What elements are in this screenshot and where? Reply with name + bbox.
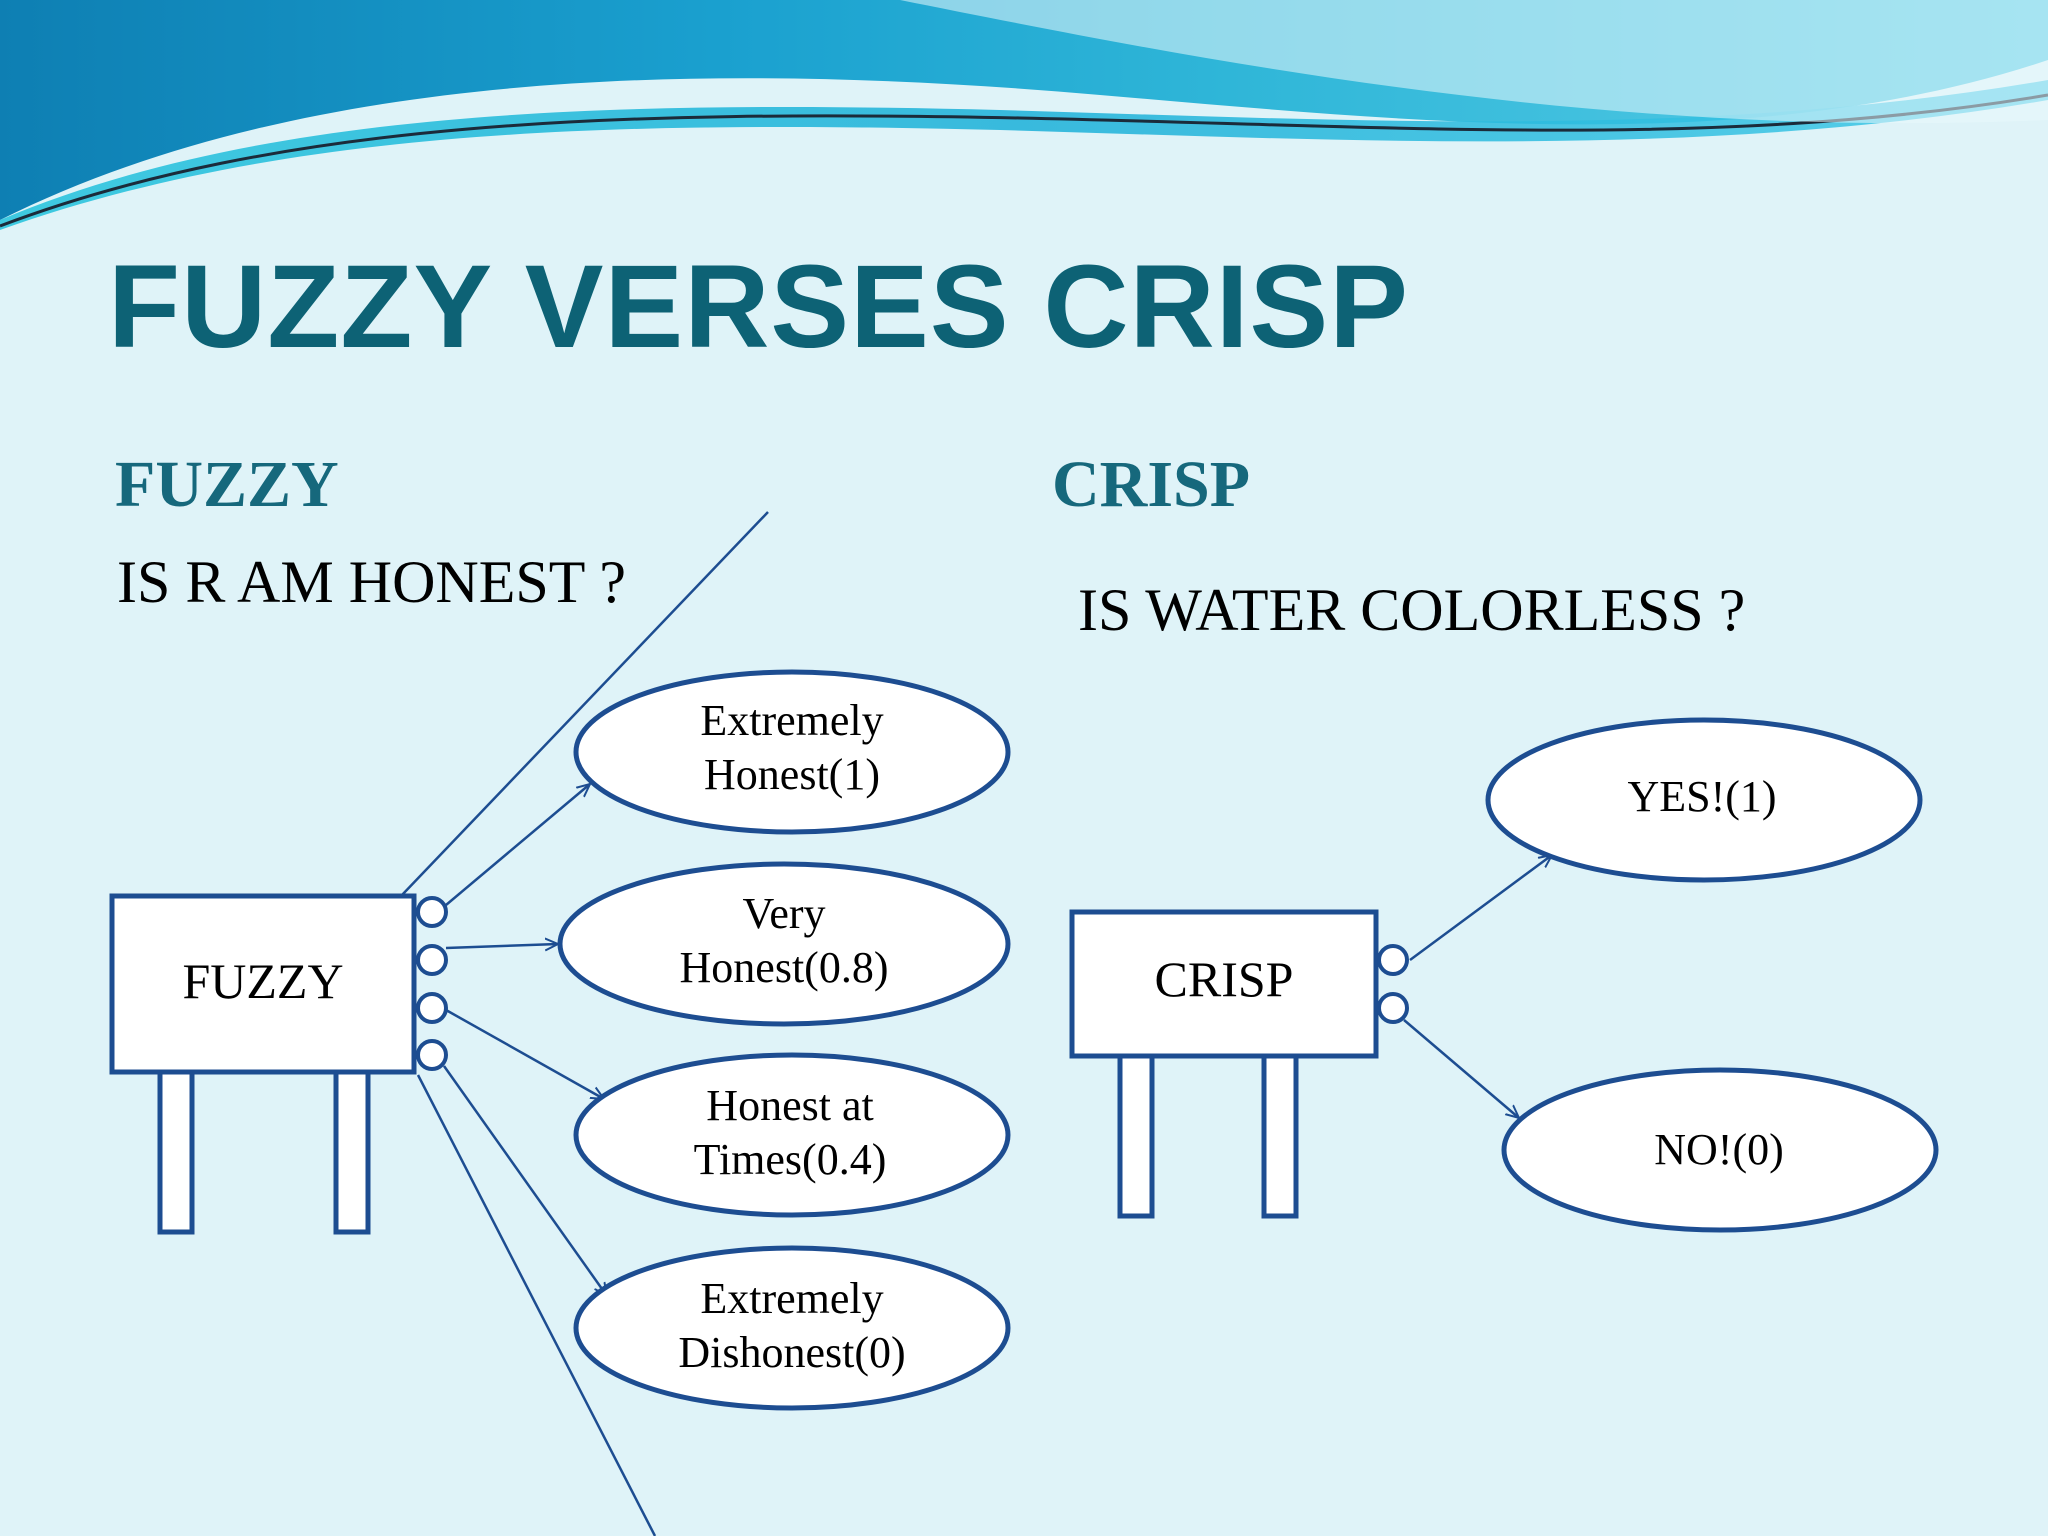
fuzzy-connector-1 — [416, 896, 448, 928]
fuzzy-box-left-leg — [157, 1069, 195, 1235]
fuzzy-outcome-2-line1: Very — [742, 889, 825, 938]
crisp-outcome-no-ellipse — [1501, 1067, 1939, 1233]
fuzzy-box — [109, 893, 417, 1075]
crisp-arrow-yes — [1409, 855, 1552, 962]
crisp-box-label: CRISP — [1155, 951, 1294, 1007]
slide-title: FUZZY VERSES CRISP — [108, 241, 1409, 373]
crisp-question: IS WATER COLORLESS ? — [1078, 577, 1746, 643]
header-wave-decoration — [0, 0, 2048, 230]
crisp-diagram: CRISP YES!(1) NO!(0) — [1069, 717, 1939, 1233]
fuzzy-arrow-1 — [445, 784, 590, 906]
crisp-box-right-leg — [1261, 1053, 1299, 1219]
fuzzy-heading: FUZZY — [115, 448, 339, 521]
fuzzy-outcome-4-line2: Dishonest(0) — [678, 1328, 905, 1377]
crisp-arrow-no — [1403, 1019, 1519, 1118]
crisp-box-left-leg — [1117, 1053, 1155, 1219]
fuzzy-connector-4 — [416, 1039, 448, 1071]
fuzzy-diagram: FUZZY Extremely Honest(1) Very Honest(0.… — [109, 511, 1011, 1536]
crisp-heading: CRISP — [1052, 448, 1251, 521]
fuzzy-box-label: FUZZY — [182, 953, 343, 1009]
crisp-connector-2 — [1377, 992, 1409, 1024]
fuzzy-outcome-3-line2: Times(0.4) — [694, 1135, 887, 1184]
fuzzy-outcome-2-ellipse — [557, 861, 1011, 1027]
fuzzy-outcome-1-ellipse — [573, 669, 1011, 835]
crisp-outcome-no-label: NO!(0) — [1654, 1125, 1784, 1174]
crisp-box — [1069, 909, 1379, 1059]
fuzzy-outcome-4-ellipse — [573, 1245, 1011, 1411]
fuzzy-lower-long-line — [416, 1074, 657, 1536]
crisp-outcome-yes-label: YES!(1) — [1627, 772, 1776, 821]
crisp-connector-1 — [1377, 944, 1409, 976]
fuzzy-arrow-3 — [445, 1008, 604, 1099]
crisp-outcome-yes-ellipse — [1485, 717, 1923, 883]
fuzzy-connector-2 — [416, 944, 448, 976]
fuzzy-outcome-2-line2: Honest(0.8) — [680, 943, 889, 992]
fuzzy-arrow-4 — [442, 1065, 607, 1296]
fuzzy-outcome-3-line1: Honest at — [706, 1081, 873, 1130]
fuzzy-box-right-leg — [333, 1069, 371, 1235]
fuzzy-outcome-1-line1: Extremely — [700, 696, 883, 745]
fuzzy-connector-3 — [416, 992, 448, 1024]
fuzzy-question: IS R AM HONEST ? — [117, 549, 626, 615]
fuzzy-outcome-4-line1: Extremely — [700, 1274, 883, 1323]
fuzzy-arrow-2 — [445, 944, 558, 948]
fuzzy-outcome-3-ellipse — [573, 1052, 1011, 1218]
fuzzy-outcome-1-line2: Honest(1) — [704, 750, 880, 799]
fuzzy-upper-long-line — [401, 511, 769, 896]
